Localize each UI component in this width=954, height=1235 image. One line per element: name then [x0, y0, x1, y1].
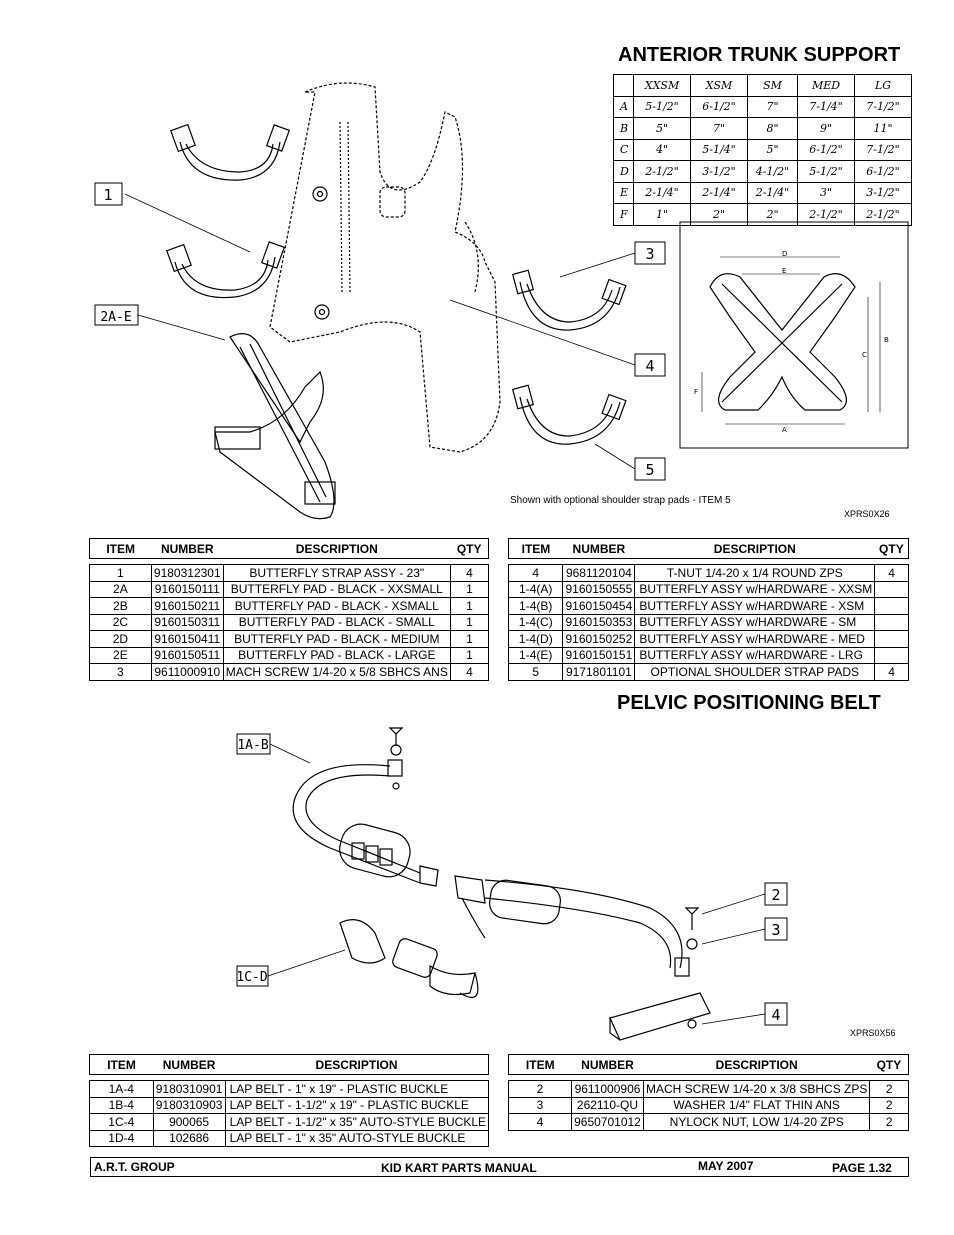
strap-upper-1 [179, 141, 281, 181]
col-header: QTY [874, 538, 909, 559]
callout-4: 4 [771, 1006, 780, 1024]
figure-note: Shown with optional shoulder strap pads … [510, 495, 731, 506]
col-header: DESCRIPTION [225, 1054, 490, 1075]
col-header: QTY [450, 538, 490, 559]
figure-code-pelvic: XPRS0X56 [850, 1028, 896, 1038]
strap-upper-2 [174, 256, 276, 299]
belt-left-strap [292, 764, 421, 884]
size-header: SM [747, 74, 798, 97]
footer-date: MAY 2007 [698, 1159, 754, 1173]
callout-1a-b: 1A-B [237, 738, 268, 753]
dim-label-b: B [884, 336, 889, 344]
callout-1c-d: 1C-D [236, 970, 267, 985]
butterfly-pad-dimension-outline [709, 273, 856, 411]
col-header: NUMBER [151, 538, 224, 559]
auto-style-belt [339, 919, 386, 964]
dim-label-e: E [782, 267, 786, 275]
dim-label-f: F [694, 388, 698, 396]
col-header: ITEM [89, 1054, 154, 1075]
section-title-pelvic: PELVIC POSITIONING BELT [617, 692, 881, 714]
size-dimension-table: XXSM XSM SM MED LG A 5-1/2" 6-1/2" 7" 7-… [613, 74, 912, 226]
callout-4: 4 [645, 357, 654, 375]
callout-3: 3 [771, 921, 780, 939]
col-header: ITEM [508, 1054, 572, 1075]
col-header: NUMBER [562, 538, 635, 559]
dim-label-c: C [862, 351, 867, 359]
strap-right-1 [519, 281, 621, 331]
size-header: XXSM [633, 74, 691, 97]
col-header: DESCRIPTION [643, 1054, 870, 1075]
footer-company: A.R.T. GROUP [94, 1160, 175, 1174]
butterfly-pad [214, 333, 335, 520]
col-header: ITEM [507, 538, 563, 559]
callout-2: 2 [771, 886, 780, 904]
col-header: ITEM [89, 538, 152, 559]
strap-right-2 [519, 396, 621, 445]
size-row: D 2-1/2" 3-1/2" 4-1/2" 5-1/2" 6-1/2" [613, 160, 912, 183]
size-header: LG [854, 74, 912, 97]
dim-label-d: D [782, 250, 787, 258]
size-header: XSM [690, 74, 748, 97]
dimension-diagram-frame [679, 221, 909, 449]
pelvic-positioning-belt-diagram: 1A-B 1C-D 2 3 4 [236, 727, 788, 1041]
backplate-outline [269, 82, 501, 453]
anterior-trunk-support-diagram: D E B C F A 1 2A-E 3 4 5 [94, 82, 909, 520]
page-footer: A.R.T. GROUP KID KART PARTS MANUAL MAY 2… [90, 1157, 909, 1177]
col-header: QTY [869, 1054, 909, 1075]
size-row: C 4" 5-1/4" 5" 6-1/2" 7-1/2" [613, 138, 912, 161]
col-header: DESCRIPTION [634, 538, 875, 559]
size-row: B 5" 7" 8" 9" 11" [613, 117, 912, 140]
figure-code-anterior: XPRS0X26 [844, 509, 890, 519]
mounting-bracket [609, 992, 711, 1041]
callout-1: 1 [103, 186, 112, 204]
col-header: NUMBER [153, 1054, 226, 1075]
size-row: F 1" 2" 2" 2-1/2" 2-1/2" [613, 203, 912, 226]
size-row: E 2-1/4" 2-1/4" 2-1/4" 3" 3-1/2" [613, 181, 912, 204]
size-header: MED [797, 74, 855, 97]
col-header: NUMBER [571, 1054, 644, 1075]
size-row: A 5-1/2" 6-1/2" 7" 7-1/4" 7-1/2" [613, 95, 912, 118]
callout-3: 3 [645, 245, 654, 263]
belt-right-strap [484, 879, 683, 969]
section-title-anterior: ANTERIOR TRUNK SUPPORT [618, 44, 901, 66]
callout-5: 5 [645, 461, 654, 479]
dim-label-a: A [782, 426, 787, 434]
callout-2a-e: 2A-E [100, 310, 131, 325]
footer-page-number: PAGE 1.32 [832, 1161, 892, 1175]
footer-manual-title: KID KART PARTS MANUAL [381, 1161, 537, 1175]
col-header: DESCRIPTION [223, 538, 451, 559]
